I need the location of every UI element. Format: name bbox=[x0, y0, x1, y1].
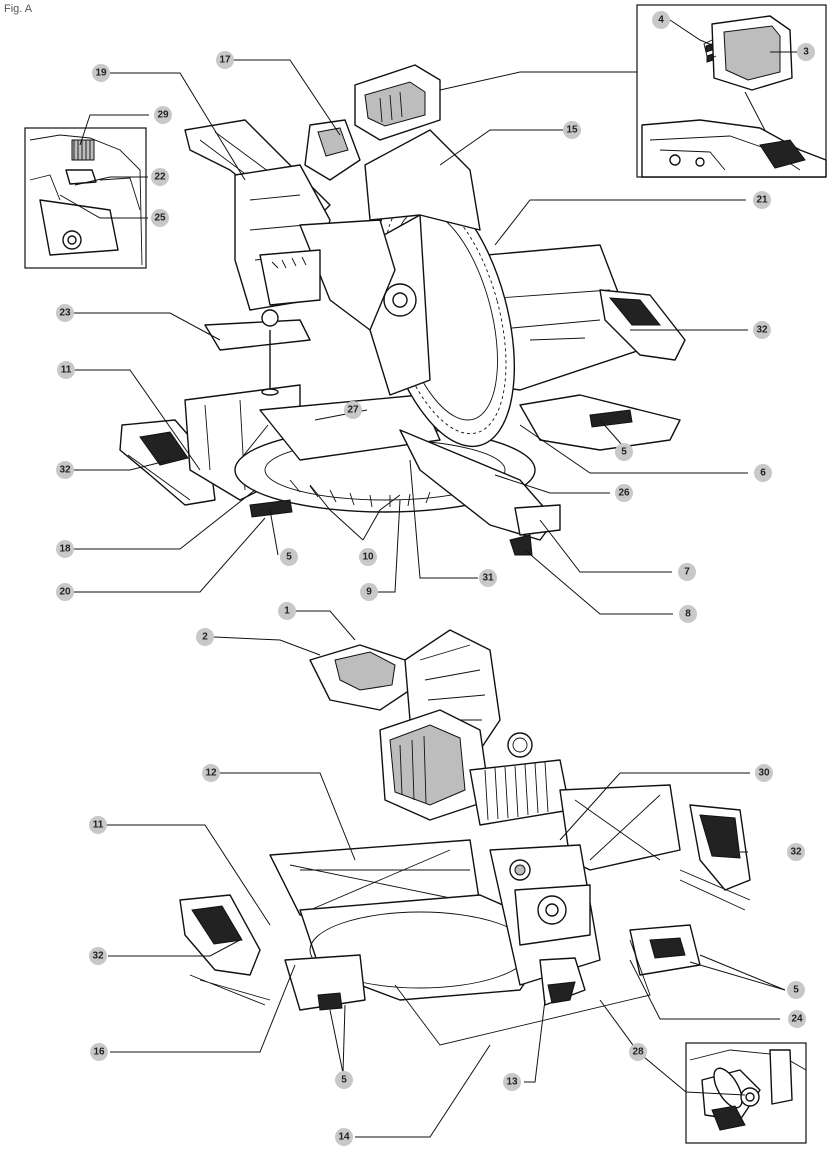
svg-text:23: 23 bbox=[59, 308, 71, 319]
svg-text:20: 20 bbox=[59, 587, 71, 598]
top-saw-view bbox=[119, 64, 686, 556]
svg-text:5: 5 bbox=[341, 1075, 347, 1086]
callout-25: 25 bbox=[151, 209, 169, 227]
svg-text:18: 18 bbox=[59, 544, 71, 555]
svg-text:11: 11 bbox=[93, 820, 104, 831]
callout-16: 16 bbox=[90, 1043, 108, 1061]
bottom-saw-view bbox=[179, 629, 751, 1046]
callout-32-top-left: 32 bbox=[56, 461, 74, 479]
callout-11-top: 11 bbox=[57, 361, 75, 379]
svg-text:19: 19 bbox=[95, 68, 107, 79]
svg-text:26: 26 bbox=[618, 488, 630, 499]
svg-text:6: 6 bbox=[760, 468, 766, 479]
callout-8: 8 bbox=[679, 605, 697, 623]
svg-text:7: 7 bbox=[684, 567, 690, 578]
callout-20: 20 bbox=[56, 583, 74, 601]
callout-26: 26 bbox=[615, 484, 633, 502]
svg-text:29: 29 bbox=[157, 110, 169, 121]
svg-text:8: 8 bbox=[685, 609, 691, 620]
svg-text:10: 10 bbox=[362, 552, 374, 563]
callout-30: 30 bbox=[755, 764, 773, 782]
svg-text:24: 24 bbox=[791, 1014, 803, 1025]
svg-text:32: 32 bbox=[59, 465, 71, 476]
svg-text:14: 14 bbox=[338, 1132, 350, 1143]
svg-text:12: 12 bbox=[205, 768, 217, 779]
svg-text:25: 25 bbox=[154, 213, 166, 224]
inset-battery bbox=[636, 4, 827, 178]
svg-text:2: 2 bbox=[202, 632, 208, 643]
svg-text:28: 28 bbox=[632, 1047, 644, 1058]
callout-6: 6 bbox=[754, 464, 772, 482]
callout-15: 15 bbox=[563, 121, 581, 139]
inset-bevel-lock bbox=[24, 127, 147, 269]
callout-29: 29 bbox=[154, 106, 172, 124]
svg-text:9: 9 bbox=[366, 587, 372, 598]
svg-text:13: 13 bbox=[506, 1077, 518, 1088]
svg-text:17: 17 bbox=[219, 55, 231, 66]
callout-5-bottom-left: 5 bbox=[335, 1071, 353, 1089]
svg-text:27: 27 bbox=[347, 405, 359, 416]
callout-31: 31 bbox=[479, 569, 497, 587]
svg-text:5: 5 bbox=[286, 552, 292, 563]
svg-text:11: 11 bbox=[61, 365, 72, 376]
callout-17: 17 bbox=[216, 51, 234, 69]
svg-text:32: 32 bbox=[756, 325, 768, 336]
callout-12: 12 bbox=[202, 764, 220, 782]
callout-7: 7 bbox=[678, 563, 696, 581]
callout-24: 24 bbox=[788, 1010, 806, 1028]
figure-label: Fig. A bbox=[4, 3, 33, 15]
callout-18: 18 bbox=[56, 540, 74, 558]
svg-text:5: 5 bbox=[793, 985, 799, 996]
callout-9: 9 bbox=[360, 583, 378, 601]
svg-text:32: 32 bbox=[790, 847, 802, 858]
callout-28: 28 bbox=[629, 1043, 647, 1061]
svg-text:31: 31 bbox=[482, 573, 494, 584]
callout-1: 1 bbox=[278, 602, 296, 620]
svg-text:15: 15 bbox=[566, 125, 578, 136]
callout-32-bottom-left: 32 bbox=[89, 947, 107, 965]
svg-text:16: 16 bbox=[93, 1047, 105, 1058]
svg-text:21: 21 bbox=[756, 195, 768, 206]
svg-text:5: 5 bbox=[621, 447, 627, 458]
callout-5-bottom-right: 5 bbox=[787, 981, 805, 999]
callout-19: 19 bbox=[92, 64, 110, 82]
callout-4: 4 bbox=[652, 11, 670, 29]
callout-23: 23 bbox=[56, 304, 74, 322]
svg-text:3: 3 bbox=[803, 47, 809, 58]
callout-13: 13 bbox=[503, 1073, 521, 1091]
callout-10: 10 bbox=[359, 548, 377, 566]
callout-5-top-right: 5 bbox=[615, 443, 633, 461]
callout-14: 14 bbox=[335, 1128, 353, 1146]
svg-text:1: 1 bbox=[284, 606, 290, 617]
callout-32-top-right: 32 bbox=[753, 321, 771, 339]
callout-22: 22 bbox=[151, 168, 169, 186]
callout-32-bottom-right: 32 bbox=[787, 843, 805, 861]
callout-21: 21 bbox=[753, 191, 771, 209]
callout-3: 3 bbox=[797, 43, 815, 61]
callout-27: 27 bbox=[344, 401, 362, 419]
svg-text:22: 22 bbox=[154, 172, 166, 183]
callout-5-top-left: 5 bbox=[280, 548, 298, 566]
svg-text:30: 30 bbox=[758, 768, 770, 779]
callout-11-bottom: 11 bbox=[89, 816, 107, 834]
leader-lines bbox=[59, 19, 798, 1138]
callout-2: 2 bbox=[196, 628, 214, 646]
svg-text:32: 32 bbox=[92, 951, 104, 962]
svg-text:4: 4 bbox=[658, 15, 664, 26]
